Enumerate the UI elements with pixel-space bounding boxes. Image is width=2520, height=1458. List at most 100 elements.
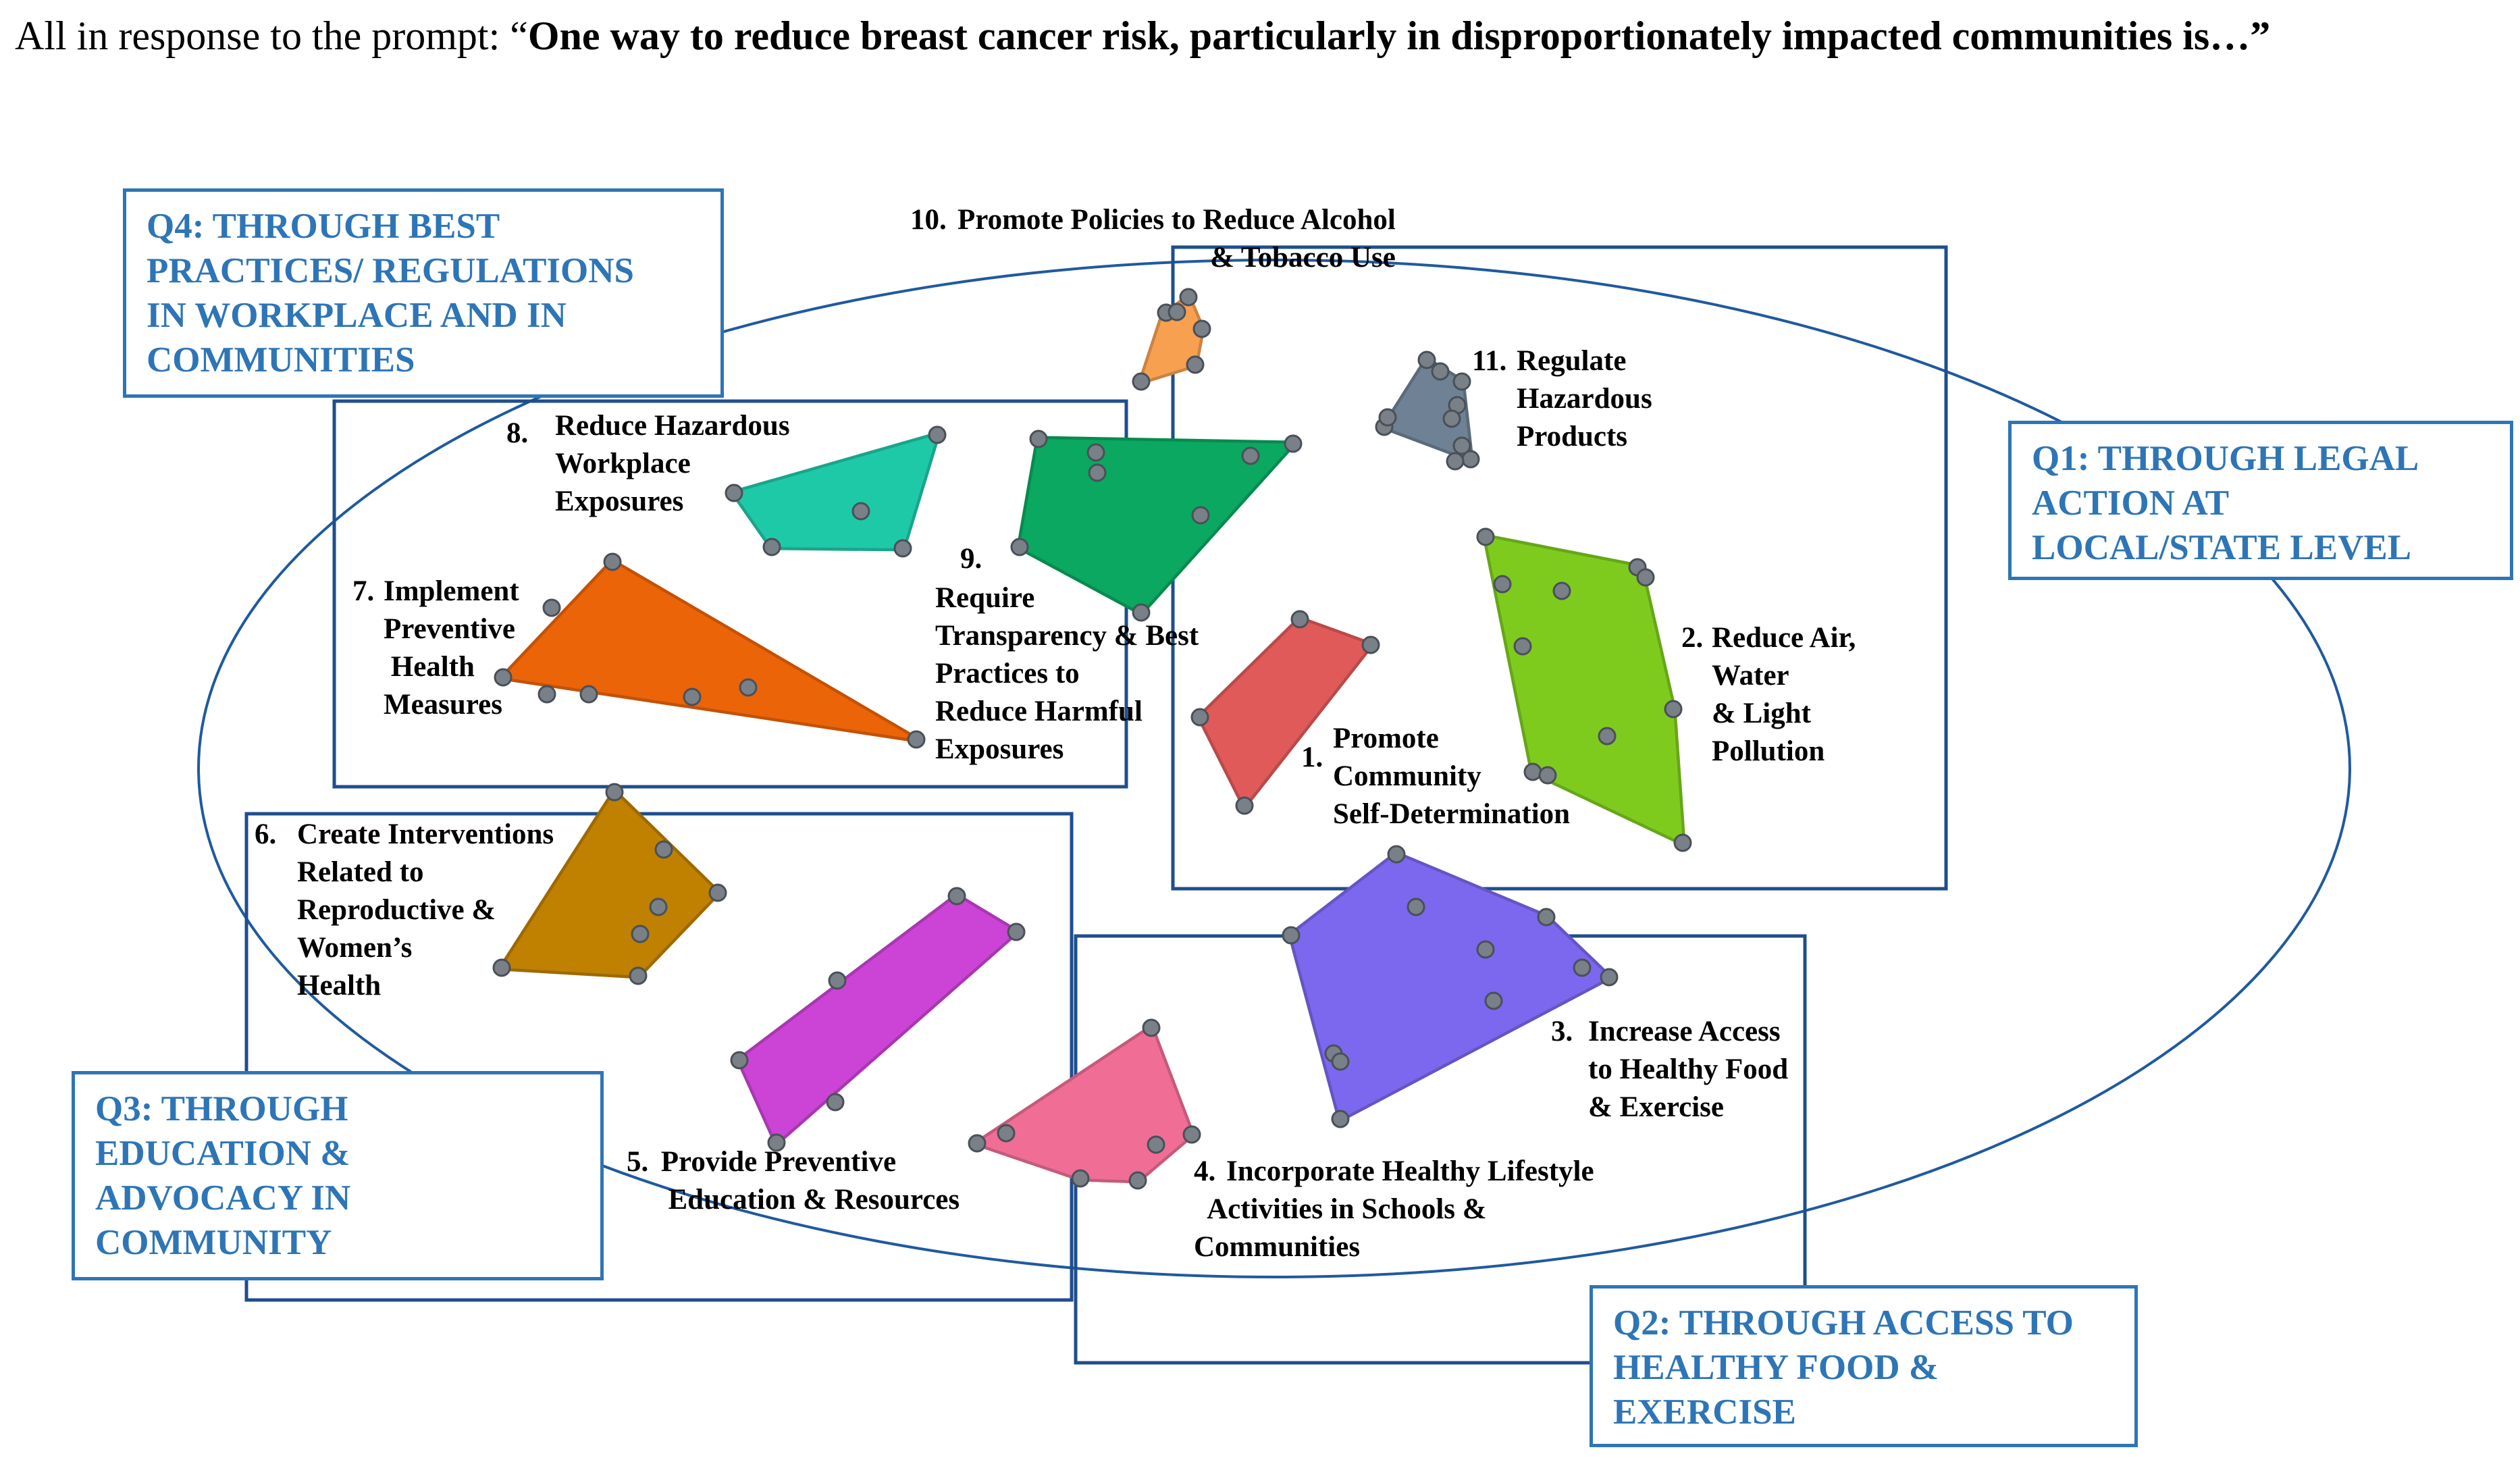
cluster-6-point xyxy=(649,897,668,916)
prompt-text: One way to reduce breast cancer risk, pa… xyxy=(527,14,2271,58)
cluster-11-point xyxy=(1431,362,1450,381)
cluster-label-3-number: 3. xyxy=(1551,1016,1573,1047)
cluster-7-point xyxy=(542,598,561,617)
quadrant-label-q2: Q2: THROUGH ACCESS TO HEALTHY FOOD & EXE… xyxy=(1590,1285,2138,1447)
cluster-1-point xyxy=(1235,796,1254,815)
cluster-11-point xyxy=(1446,452,1465,471)
cluster-7-fill xyxy=(503,562,916,739)
cluster-3-point xyxy=(1537,908,1556,927)
cluster-9-point xyxy=(1029,429,1048,448)
cluster-label-4-number: 4. xyxy=(1194,1155,1216,1187)
cluster-5-point xyxy=(947,887,966,906)
cluster-11-point xyxy=(1461,450,1480,469)
cluster-5-point xyxy=(828,971,847,990)
cluster-11-point xyxy=(1442,409,1461,428)
cluster-label-8-number: 8. xyxy=(506,417,529,449)
prompt-prefix: All in response to the prompt: “ xyxy=(15,14,528,58)
cluster-8-point xyxy=(893,539,912,558)
prompt-heading: All in response to the prompt: “One way … xyxy=(15,12,2378,59)
cluster-6-point xyxy=(605,783,624,802)
cluster-10-fill xyxy=(1141,297,1202,382)
cluster-5-point xyxy=(730,1051,749,1070)
cluster-7-point xyxy=(537,685,556,704)
cluster-label-9-number: 9. xyxy=(960,543,982,575)
cluster-6-point xyxy=(492,958,511,977)
cluster-2-point xyxy=(1598,727,1617,746)
cluster-3-point xyxy=(1282,926,1301,945)
cluster-2-point xyxy=(1476,527,1495,546)
cluster-label-6: Create Interventions Related to Reproduc… xyxy=(297,818,554,1001)
cluster-3-point xyxy=(1476,940,1495,959)
cluster-8-point xyxy=(928,425,947,444)
cluster-3-point xyxy=(1331,1052,1350,1071)
cluster-label-1: Promote Community Self-Determination xyxy=(1333,723,1571,830)
cluster-1-point xyxy=(1290,610,1309,629)
cluster-11-fill xyxy=(1384,360,1471,459)
cluster-2-point xyxy=(1552,581,1571,600)
cluster-9-point xyxy=(1132,603,1151,622)
cluster-6-point xyxy=(631,925,650,943)
quadrant-label-q1: Q1: THROUGH LEGAL ACTION AT LOCAL/STATE … xyxy=(2008,421,2513,580)
cluster-10-point xyxy=(1192,319,1211,338)
cluster-7-point xyxy=(494,668,513,687)
cluster-1-fill xyxy=(1200,619,1371,806)
cluster-label-5-number: 5. xyxy=(627,1146,649,1178)
cluster-2-point xyxy=(1636,568,1655,587)
cluster-4-fill xyxy=(977,1028,1192,1180)
cluster-label-4: Incorporate Healthy Lifestyle Activities… xyxy=(1194,1155,1594,1263)
cluster-label-2-number: 2. xyxy=(1681,622,1704,654)
cluster-label-10: Promote Policies to Reduce Alcohol & Tob… xyxy=(957,204,1396,274)
cluster-9-point xyxy=(1010,538,1029,556)
cluster-3-point xyxy=(1600,968,1619,987)
cluster-11-point xyxy=(1378,408,1397,427)
cluster-2-point xyxy=(1493,575,1512,594)
cluster-label-7-number: 7. xyxy=(352,575,375,607)
cluster-label-9: Require Transparency & Best Practices to… xyxy=(935,582,1199,765)
cluster-label-3: Increase Access to Healthy Food & Exerci… xyxy=(1588,1016,1789,1123)
cluster-4-point xyxy=(968,1134,987,1153)
cluster-9-point xyxy=(1241,446,1260,465)
cluster-3-point xyxy=(1387,845,1406,864)
cluster-7-point xyxy=(907,730,926,749)
cluster-7-point xyxy=(739,678,758,697)
cluster-9-point xyxy=(1284,434,1303,453)
cluster-10-point xyxy=(1179,288,1198,307)
cluster-1-point xyxy=(1361,635,1380,654)
quadrant-label-q3: Q3: THROUGH EDUCATION & ADVOCACY IN COMM… xyxy=(72,1071,604,1280)
cluster-6-point xyxy=(708,883,727,902)
cluster-9-fill xyxy=(1020,439,1293,613)
cluster-2-point xyxy=(1538,766,1557,785)
cluster-label-11-number: 11. xyxy=(1472,345,1507,377)
cluster-6-fill xyxy=(502,792,718,976)
cluster-4-point xyxy=(1147,1135,1165,1154)
cluster-5-fill xyxy=(739,896,1016,1143)
cluster-9-point xyxy=(1086,443,1105,462)
cluster-7-point xyxy=(603,552,622,571)
cluster-5-point xyxy=(1007,922,1026,941)
cluster-4-point xyxy=(1182,1125,1201,1144)
cluster-3-point xyxy=(1484,991,1503,1010)
quadrant-region-q3 xyxy=(244,812,1074,1302)
cluster-label-10-number: 10. xyxy=(910,204,947,236)
cluster-label-2: Reduce Air, Water & Light Pollution xyxy=(1712,622,1856,767)
cluster-8-point xyxy=(851,502,870,521)
cluster-5-point xyxy=(767,1133,786,1152)
cluster-2-point xyxy=(1513,637,1532,656)
cluster-2-point xyxy=(1673,833,1692,852)
cluster-11-point xyxy=(1452,372,1471,391)
cluster-5-point xyxy=(826,1093,845,1112)
region-ellipse xyxy=(197,259,2351,1278)
cluster-9-point xyxy=(1088,463,1107,482)
cluster-label-7: Implement Preventive Health Measures xyxy=(384,575,519,721)
cluster-10-point xyxy=(1186,355,1205,374)
cluster-label-11: Regulate Hazardous Products xyxy=(1517,345,1652,452)
cluster-4-point xyxy=(1128,1171,1147,1190)
quadrant-label-q4: Q4: THROUGH BEST PRACTICES/ REGULATIONS … xyxy=(123,188,724,398)
cluster-label-6-number: 6. xyxy=(255,818,277,850)
points-layer xyxy=(492,288,1692,1190)
cluster-10-point xyxy=(1132,372,1151,391)
cluster-9-point xyxy=(1191,506,1210,525)
cluster-7-point xyxy=(579,685,598,704)
cluster-4-point xyxy=(1142,1018,1161,1037)
